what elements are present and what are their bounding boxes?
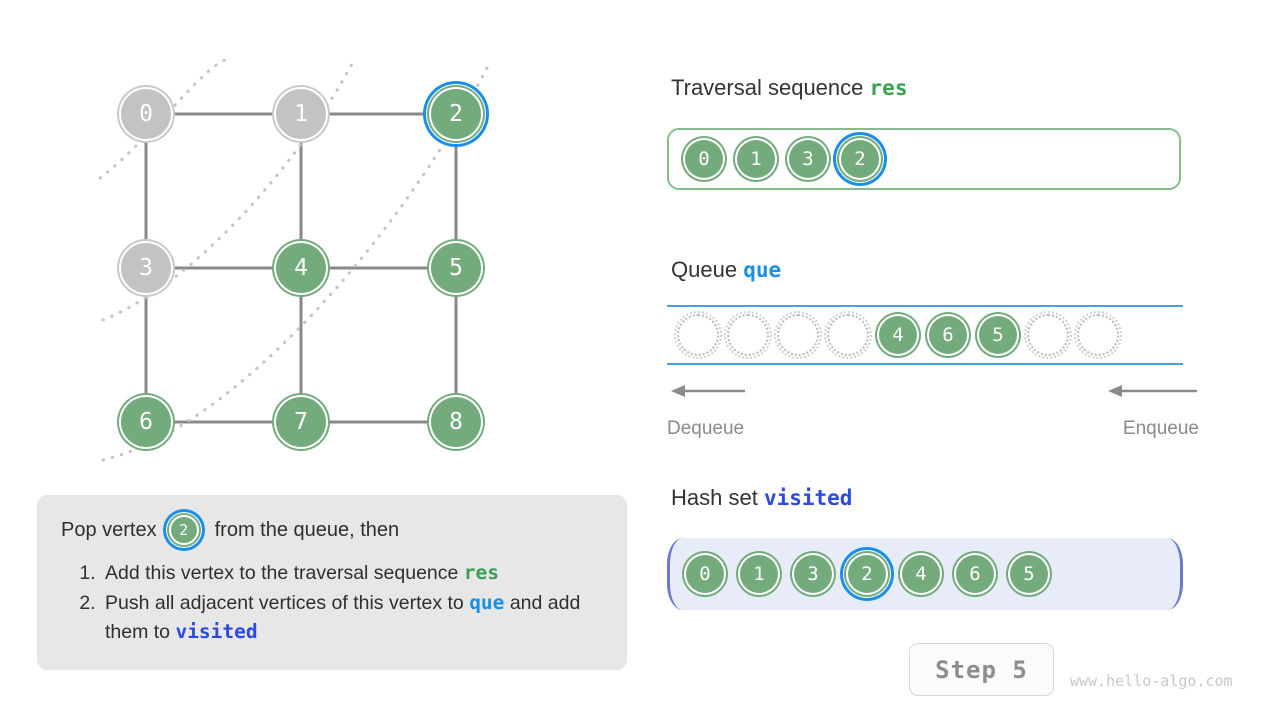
res-item: 3 xyxy=(787,138,829,180)
graph-vertex-2: 2 xyxy=(429,87,483,141)
explanation-text: Add this vertex to the traversal sequenc… xyxy=(105,562,464,584)
explanation-step-1: Add this vertex to the traversal sequenc… xyxy=(101,559,603,587)
queue-slot xyxy=(1074,311,1122,359)
dequeue-label: Dequeue xyxy=(667,418,745,439)
visited-title-code: visited xyxy=(763,486,853,510)
explanation-text: visited xyxy=(175,619,258,643)
graph-vertex-8: 8 xyxy=(429,395,483,449)
res-title-code: res xyxy=(869,76,908,100)
queue-slot: 4 xyxy=(877,314,919,356)
explanation-step-2: Push all adjacent vertices of this verte… xyxy=(101,589,603,646)
explanation-text: Push all adjacent vertices of this verte… xyxy=(105,592,470,615)
visited-title-plain: Hash set xyxy=(671,485,758,510)
explanation-lead: Pop vertex 2 from the queue, then xyxy=(61,515,603,545)
explanation-box: Pop vertex 2 from the queue, then Add th… xyxy=(37,495,627,670)
arrow-left-icon xyxy=(1108,385,1197,397)
queue-slot: 6 xyxy=(927,314,969,356)
queue-rail-top xyxy=(667,305,1183,307)
visited-item: 5 xyxy=(1008,553,1050,595)
graph-vertex-4: 4 xyxy=(274,241,328,295)
visited-item: 0 xyxy=(684,553,726,595)
res-title: Traversal sequence res xyxy=(671,75,907,101)
bfs-wavefront-curve xyxy=(101,60,492,462)
res-item: 2 xyxy=(839,138,881,180)
queue-title: Queue que xyxy=(671,257,781,283)
queue-slot xyxy=(674,311,722,359)
step-badge: Step 5 xyxy=(909,643,1054,696)
inline-vertex-badge: 2 xyxy=(168,515,199,545)
arrow-left-icon xyxy=(671,385,745,397)
dequeue-marker: Dequeue xyxy=(667,383,747,440)
visited-item: 3 xyxy=(792,553,834,595)
enqueue-label: Enqueue xyxy=(1122,418,1199,439)
visited-item: 4 xyxy=(900,553,942,595)
queue-slot xyxy=(724,311,772,359)
queue-slot: 5 xyxy=(977,314,1019,356)
explanation-text: and add them to xyxy=(105,592,581,643)
explanation-steps: Add this vertex to the traversal sequenc… xyxy=(61,559,603,646)
queue-title-code: que xyxy=(743,258,782,282)
graph-panel: 0 1 2 3 4 5 6 7 8 xyxy=(0,0,640,490)
graph-vertex-3: 3 xyxy=(119,241,173,295)
queue-slot xyxy=(824,311,872,359)
visited-item: 2 xyxy=(846,553,888,595)
bfs-wavefront-curves xyxy=(98,58,492,462)
visited-title: Hash set visited xyxy=(671,485,852,511)
queue-slot xyxy=(1024,311,1072,359)
graph-vertex-5: 5 xyxy=(429,241,483,295)
visited-item: 1 xyxy=(738,553,780,595)
visited-item: 6 xyxy=(954,553,996,595)
explanation-lead-suffix: from the queue, then xyxy=(214,519,400,541)
graph-vertex-1: 1 xyxy=(274,87,328,141)
queue-title-plain: Queue xyxy=(671,257,738,282)
explanation-text: que xyxy=(469,591,505,615)
graph-vertex-0: 0 xyxy=(119,87,173,141)
graph-vertex-6: 6 xyxy=(119,395,173,449)
watermark: www.hello-algo.com xyxy=(1070,672,1233,690)
queue-rail-bottom xyxy=(667,363,1183,365)
res-title-plain: Traversal sequence xyxy=(671,75,864,100)
queue-direction-arrows: Dequeue Enqueue xyxy=(667,383,1199,443)
queue-slot xyxy=(774,311,822,359)
enqueue-marker: Enqueue xyxy=(1104,383,1199,440)
res-item: 1 xyxy=(735,138,777,180)
bfs-wavefront-curve xyxy=(98,58,227,180)
explanation-lead-prefix: Pop vertex xyxy=(61,519,157,541)
res-item: 0 xyxy=(683,138,725,180)
graph-vertex-7: 7 xyxy=(274,395,328,449)
explanation-text: res xyxy=(463,561,500,584)
